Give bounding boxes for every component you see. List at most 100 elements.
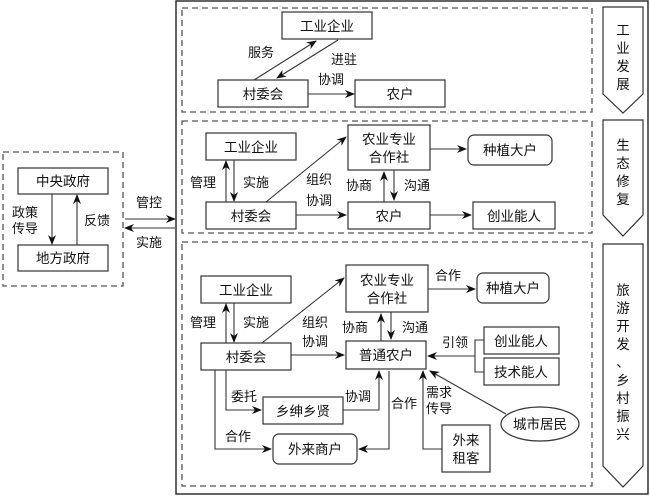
negotiate-label-3: 协商 — [342, 321, 368, 336]
panel-tourism-frame — [181, 241, 593, 487]
control-label: 管控 — [136, 196, 162, 211]
gentry-coordinate-label: 协调 — [345, 390, 371, 405]
panel-industry-frame — [181, 7, 593, 113]
stage-industry-char: 业 — [616, 41, 630, 57]
gentry-coordinate-arrow — [343, 370, 383, 411]
enterprise-label-3: 工业企业 — [219, 282, 273, 299]
lead-bracket — [474, 339, 484, 373]
farmers-merchants-label: 合作 — [391, 397, 417, 412]
demand-label-1: 需求 — [426, 386, 452, 401]
enterprise-label-2: 工业企业 — [224, 139, 278, 156]
ordinary-farmers-label: 普通农户 — [359, 347, 413, 364]
government-dashed-frame — [2, 151, 124, 287]
stage-tourism-char: 开 — [616, 319, 630, 335]
stage-ecology-pennant — [602, 119, 644, 237]
government-group: 中央政府 地方政府 政策 传导 反馈 — [2, 151, 124, 287]
stage-tourism-char: 游 — [616, 301, 630, 317]
tenants-label-1: 外来 — [453, 433, 480, 449]
stage-industry-char: 工 — [616, 23, 630, 39]
communicate-label-3: 沟通 — [402, 321, 428, 336]
panel-industry: 工业企业 村委会 农户 服务 进驻 协调 — [181, 7, 593, 113]
coordinate-label-3: 协调 — [302, 335, 328, 350]
stage-industry-char: 发 — [616, 59, 630, 75]
service-label: 服务 — [248, 45, 274, 61]
big-grower-label-2: 种植大户 — [483, 142, 537, 159]
policy-label-2: 传导 — [12, 222, 38, 237]
farmers-label-2: 农户 — [376, 208, 403, 225]
cooperate-merchants-arrow — [214, 370, 272, 453]
coop-label-3b: 合作社 — [367, 291, 408, 307]
central-government-box — [17, 167, 109, 195]
demand-label-2: 传导 — [426, 402, 452, 417]
technician-box — [483, 357, 560, 386]
technician-label: 技术能人 — [494, 365, 548, 381]
stage-tourism-char: 旅 — [616, 283, 630, 299]
entrepreneur-box-2 — [472, 201, 556, 230]
settle-label: 进驻 — [331, 53, 357, 68]
enterprise-box — [281, 11, 373, 40]
coop-box-3 — [345, 264, 429, 313]
main-frame — [175, 0, 649, 495]
village-committee-box-3 — [200, 342, 292, 371]
organize-label-2: 组织 — [306, 173, 332, 188]
farmers-box — [354, 79, 446, 108]
big-grower-box-2 — [467, 134, 553, 166]
local-government-box — [17, 244, 109, 272]
feedback-label: 反馈 — [84, 214, 110, 229]
panel-ecology: 工业企业 村委会 农业专业 合作社 种植大户 农户 创业能人 管理 实施 组织 … — [181, 120, 593, 234]
entrepreneur-label-2: 创业能人 — [487, 209, 541, 225]
enterprise-box-2 — [205, 132, 297, 161]
big-grower-box-3 — [476, 272, 550, 304]
village-committee-label: 村委会 — [243, 87, 284, 103]
organize-arrow-2 — [265, 136, 347, 203]
stage-industry: 工 业 发 展 — [602, 6, 644, 114]
stage-ecology-char: 复 — [616, 191, 630, 208]
village-committee-label-3: 村委会 — [226, 350, 267, 366]
stage-industry-char: 展 — [616, 77, 630, 93]
panel-tourism: 工业企业 村委会 农业专业 合作社 种植大户 普通农户 创业能人 技术能人 乡绅… — [181, 241, 593, 487]
stage-ecology-char: 生 — [616, 138, 630, 154]
tenants-label-2: 租客 — [453, 450, 480, 467]
stage-tourism-char: 乡 — [616, 373, 630, 389]
coordinate-label: 协调 — [318, 73, 344, 88]
coop-box-2 — [347, 124, 431, 171]
negotiate-label-2: 协商 — [346, 179, 372, 194]
panel-ecology-frame — [181, 120, 593, 234]
entrust-arrow — [225, 370, 262, 414]
enterprise-box-3 — [200, 275, 292, 304]
farmers-label: 农户 — [387, 86, 414, 103]
coop-label-3a: 农业专业 — [360, 273, 414, 289]
gentry-label: 乡绅乡贤 — [276, 404, 330, 420]
policy-label-1: 政策 — [12, 205, 38, 221]
tenants-demand-arrow — [419, 370, 442, 450]
city-residents-arrow — [429, 370, 507, 415]
implement-label: 实施 — [136, 236, 162, 251]
coordinate-label-2: 协调 — [306, 194, 332, 209]
implement-label-3: 实施 — [243, 316, 269, 331]
entrust-label: 委托 — [231, 390, 257, 405]
settle-arrow — [276, 39, 339, 79]
village-committee-label-2: 村委会 — [231, 209, 272, 225]
city-residents-ellipse — [500, 406, 580, 442]
communicate-label-2: 沟通 — [404, 179, 430, 194]
enterprise-label: 工业企业 — [300, 18, 354, 35]
stage-tourism-char: 、 — [616, 355, 630, 371]
village-committee-box — [217, 79, 309, 108]
organize-arrow-3 — [261, 277, 345, 344]
entrepreneur-label-3: 创业能人 — [494, 334, 548, 350]
village-committee-box-2 — [205, 201, 297, 230]
cooperate-merchants-label: 合作 — [225, 430, 251, 445]
big-grower-label-3: 种植大户 — [486, 280, 540, 297]
implement-label-2: 实施 — [243, 176, 269, 191]
central-government-label: 中央政府 — [36, 174, 90, 190]
stage-tourism-char: 兴 — [616, 427, 630, 443]
manage-label-2: 管理 — [190, 176, 216, 191]
city-residents-label: 城市居民 — [513, 416, 567, 433]
local-government-label: 地方政府 — [36, 251, 90, 267]
service-arrow — [253, 40, 317, 81]
stage-tourism: 旅 游 开 发 、 乡 村 振 兴 — [602, 243, 644, 488]
coop-label-2b: 合作社 — [369, 150, 410, 166]
coop-label-2a: 农业专业 — [362, 132, 416, 148]
